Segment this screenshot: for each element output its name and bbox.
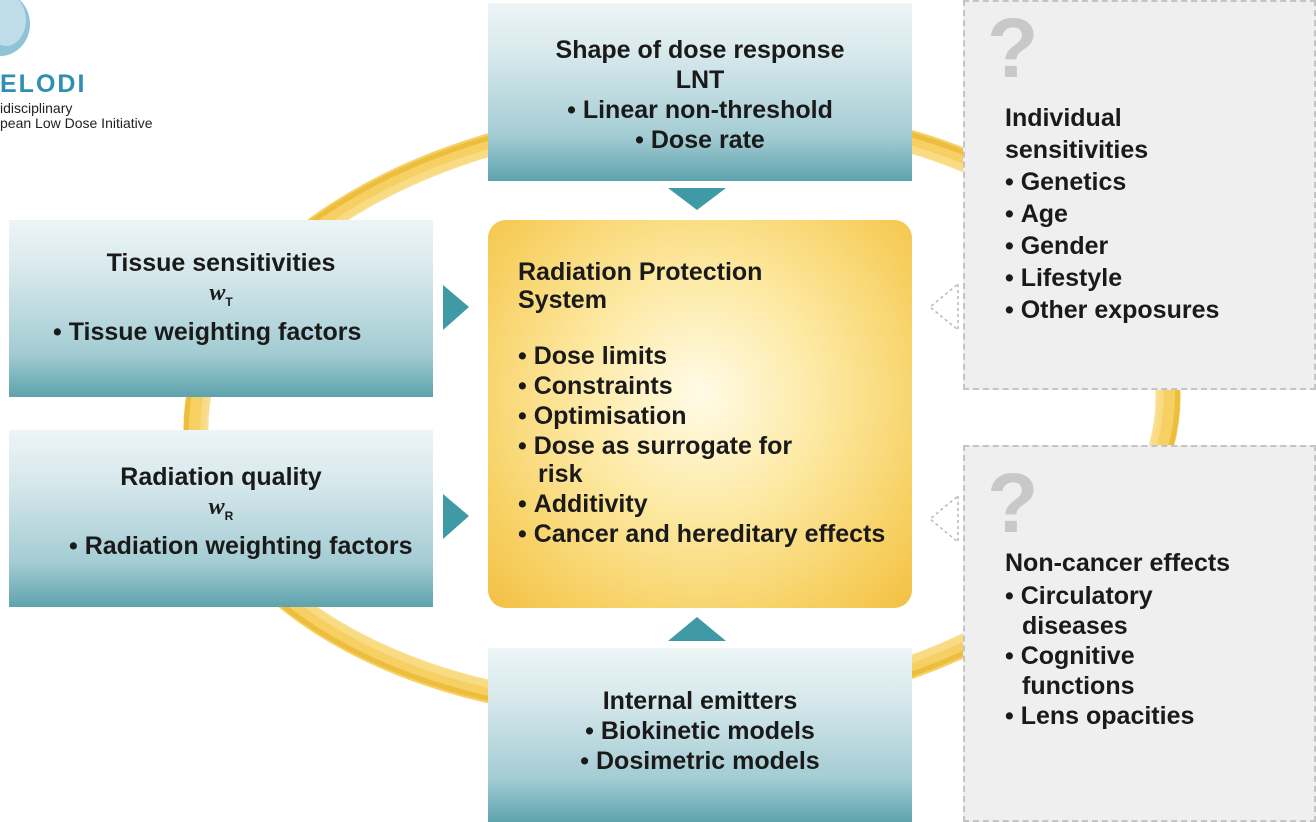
radiation-protection-system-box: Radiation Protection System Dose limits …: [488, 220, 912, 608]
tissue-title: Tissue sensitivities: [106, 249, 336, 277]
individual-item: Lifestyle: [1005, 262, 1314, 294]
quality-symbol-subscript: R: [224, 508, 234, 523]
dose-response-subtitle: LNT: [675, 66, 725, 94]
individual-sensitivities-box: ? Individual sensitivities Genetics Age …: [963, 0, 1316, 390]
noncancer-item: Cognitive functions: [1005, 641, 1182, 701]
quality-title: Radiation quality: [120, 463, 322, 491]
dose-response-item: Dose rate: [488, 125, 912, 155]
internal-emitters-box: Internal emitters Biokinetic models Dosi…: [488, 648, 912, 822]
quality-symbol-letter: w: [208, 494, 225, 520]
question-mark-icon: ?: [987, 456, 1039, 550]
rps-item: Dose limits: [518, 342, 912, 370]
tissue-symbol-subscript: T: [225, 294, 233, 309]
rps-item: Cancer and hereditary effects: [518, 520, 888, 548]
logo-subtitle: idisciplinary pean Low Dose Initiative: [0, 101, 153, 131]
noncancer-item: Circulatory diseases: [1005, 581, 1202, 641]
individual-item: Genetics: [1005, 166, 1314, 198]
rps-item: Additivity: [518, 490, 912, 518]
non-cancer-effects-box: ? Non-cancer effects Circulatory disease…: [963, 445, 1316, 822]
internal-item: Dosimetric models: [488, 746, 912, 776]
internal-title: Internal emitters: [602, 687, 798, 715]
individual-item: Age: [1005, 198, 1314, 230]
melodi-logo: ELODI idisciplinary pean Low Dose Initia…: [0, 0, 210, 140]
tissue-symbol-letter: w: [209, 280, 226, 306]
quality-item-text: • Radiation weighting factors: [69, 531, 413, 560]
noncancer-item: Lens opacities: [1005, 701, 1314, 731]
individual-item: Other exposures: [1005, 294, 1314, 326]
tissue-sensitivities-box: Tissue sensitivities wT • Tissue weighti…: [9, 220, 433, 397]
dose-response-item: Linear non-threshold: [488, 95, 912, 125]
question-mark-icon: ?: [987, 1, 1039, 95]
logo-mark-icon: [0, 0, 30, 56]
rps-item: Optimisation: [518, 402, 912, 430]
radiation-quality-box: Radiation quality wR • Radiation weighti…: [9, 430, 433, 607]
logo-wordmark: ELODI: [0, 70, 87, 98]
quality-item-label: Radiation weighting factors: [84, 531, 413, 560]
internal-item: Biokinetic models: [488, 716, 912, 746]
tissue-item-label: Tissue weighting factors: [68, 317, 362, 346]
tissue-item-text: • Tissue weighting factors: [53, 317, 362, 346]
noncancer-heading: Non-cancer effects: [1005, 549, 1231, 577]
tissue-weight-symbol: wT: [9, 278, 433, 317]
logo-subtitle-line-2: pean Low Dose Initiative: [0, 115, 153, 131]
tissue-item: • Tissue weighting factors: [9, 317, 433, 347]
dose-response-box: Shape of dose response LNT Linear non-th…: [488, 3, 912, 181]
rps-item: Constraints: [518, 372, 912, 400]
rps-title: Radiation Protection System: [518, 258, 763, 314]
individual-item: Gender: [1005, 230, 1314, 262]
logo-subtitle-line-1: idisciplinary: [0, 100, 73, 116]
dose-response-title: Shape of dose response: [555, 36, 845, 64]
quality-item: • Radiation weighting factors: [9, 531, 433, 561]
rps-item: Dose as surrogate for risk: [518, 432, 828, 488]
quality-weight-symbol: wR: [9, 492, 433, 531]
individual-heading: Individual sensitivities: [1005, 104, 1149, 164]
